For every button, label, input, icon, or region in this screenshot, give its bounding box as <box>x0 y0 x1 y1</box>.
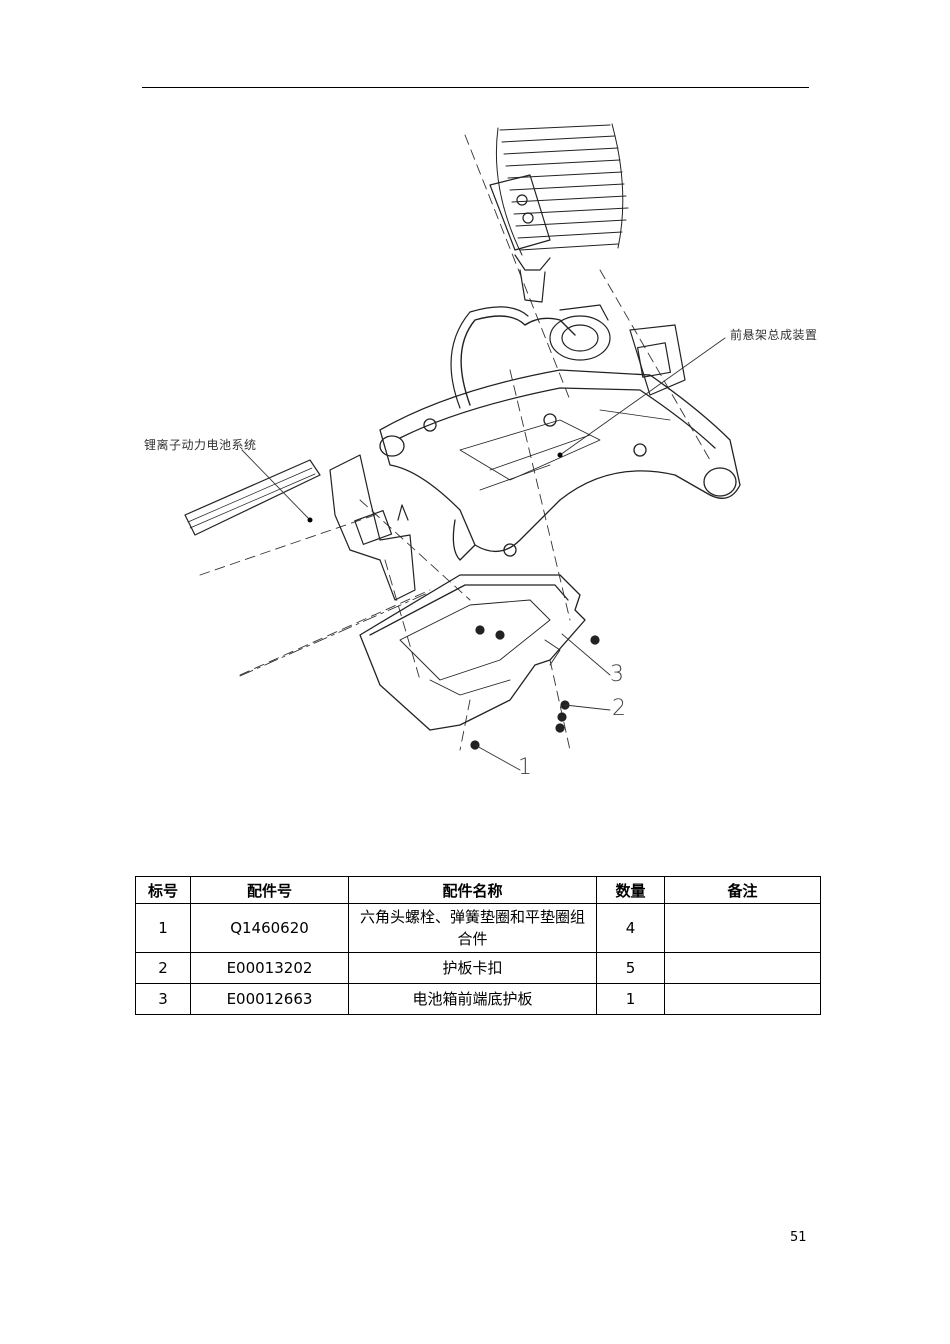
battery-bracket <box>329 454 416 601</box>
header-rule <box>142 87 809 88</box>
leader-lines <box>241 337 726 771</box>
page-number: 51 <box>790 1230 807 1245</box>
table-row: 3 E00012663 电池箱前端底护板 1 <box>135 983 821 1015</box>
cell-part-no: Q1460620 <box>190 903 349 953</box>
cell-part-name: 六角头螺栓、弹簧垫圈和平垫圈组合件 <box>348 903 597 953</box>
fasteners <box>470 625 600 750</box>
battery-pack <box>184 459 321 536</box>
table-row: 1 Q1460620 六角头螺栓、弹簧垫圈和平垫圈组合件 4 <box>135 903 821 953</box>
cell-index: 2 <box>135 952 191 984</box>
parts-table: 标号 配件号 配件名称 数量 备注 1 Q1460620 六角头螺栓、弹簧垫圈和… <box>135 876 821 1015</box>
cell-note <box>664 983 821 1015</box>
cell-index: 3 <box>135 983 191 1015</box>
cell-note <box>664 903 821 953</box>
header-part-name: 配件名称 <box>348 876 597 904</box>
cell-qty: 1 <box>596 983 665 1015</box>
part-number-1: 1 <box>518 755 532 780</box>
part-number-2: 2 <box>612 696 626 721</box>
cell-index: 1 <box>135 903 191 953</box>
callout-front-suspension: 前悬架总成装置 <box>730 328 818 342</box>
leader-dots <box>307 452 563 523</box>
header-qty: 数量 <box>596 876 665 904</box>
cell-part-no: E00012663 <box>190 983 349 1015</box>
cell-part-name: 护板卡扣 <box>348 952 597 984</box>
front-subframe <box>379 369 741 561</box>
underbody-guard-plate <box>359 574 586 731</box>
part-number-3: 3 <box>610 662 624 687</box>
shock-mount <box>489 174 551 303</box>
guide-lines <box>199 134 711 751</box>
cell-qty: 4 <box>596 903 665 953</box>
exploded-assembly-diagram <box>184 123 741 771</box>
axis-line <box>239 591 431 677</box>
steering-knuckle <box>549 304 686 396</box>
stabilizer-bar <box>460 315 576 406</box>
coil-spring <box>495 123 629 256</box>
table-row: 2 E00013202 护板卡扣 5 <box>135 952 821 984</box>
cell-part-no: E00013202 <box>190 952 349 984</box>
cell-part-name: 电池箱前端底护板 <box>348 983 597 1015</box>
header-index: 标号 <box>135 876 191 904</box>
table-header-row: 标号 配件号 配件名称 数量 备注 <box>135 876 821 904</box>
header-note: 备注 <box>664 876 821 904</box>
header-part-no: 配件号 <box>190 876 349 904</box>
cell-note <box>664 952 821 984</box>
callout-battery-system: 锂离子动力电池系统 <box>144 438 257 452</box>
cell-qty: 5 <box>596 952 665 984</box>
